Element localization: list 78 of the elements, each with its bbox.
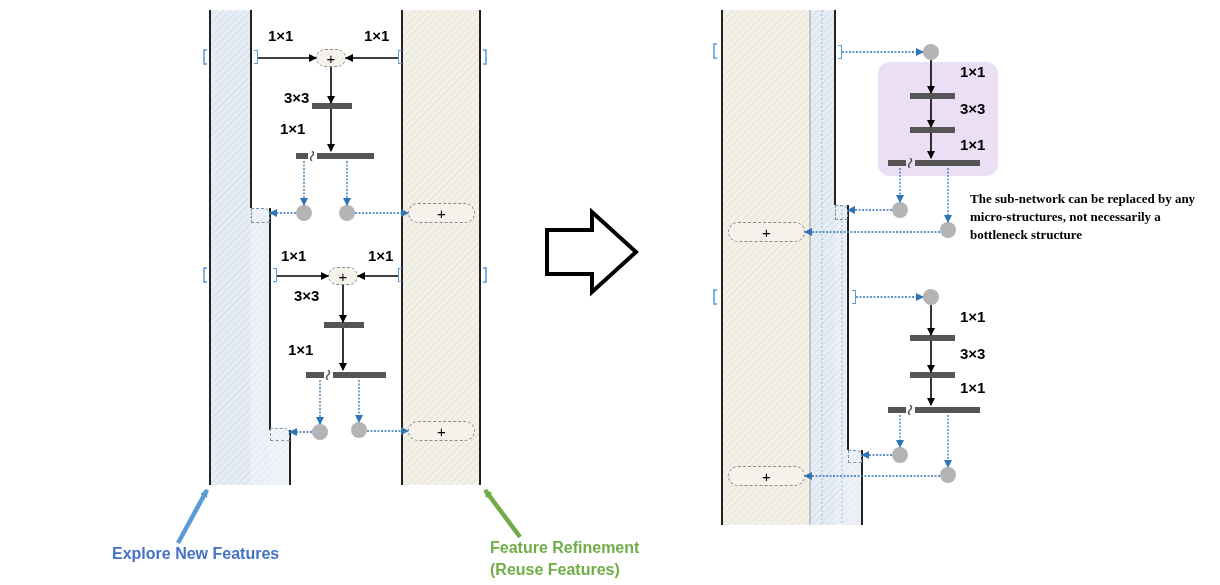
arrow [276, 272, 329, 280]
kernel-size-label: 1×1 [960, 379, 986, 397]
kernel-size-label: 1×1 [368, 247, 394, 265]
pointer-arrow [483, 488, 522, 539]
add-node: + [408, 203, 475, 223]
arrow [804, 228, 941, 236]
slice-bracket [254, 50, 258, 64]
kernel-size-label: 1×1 [268, 27, 294, 45]
arrow [927, 59, 935, 94]
arrow [355, 379, 363, 423]
arrow [927, 377, 935, 406]
arrow [841, 48, 924, 56]
arrow [927, 98, 935, 128]
kernel-size-label: 3×3 [960, 100, 986, 118]
notch-box [835, 205, 848, 220]
kernel-size-label: 1×1 [288, 341, 314, 359]
layer-bar [910, 93, 955, 99]
kernel-size-label: 1×1 [960, 63, 986, 81]
kernel-size-label: 3×3 [294, 287, 320, 305]
kernel-size-label: 1×1 [280, 120, 306, 138]
slice-bracket [398, 268, 402, 282]
arrow [357, 272, 399, 280]
kernel-size-label: 1×1 [281, 247, 307, 265]
kernel-size-label: 1×1 [960, 308, 986, 326]
add-node: + [316, 49, 346, 67]
add-node: + [728, 466, 805, 486]
layer-bar [324, 322, 364, 328]
slice-bracket [852, 290, 856, 304]
arrow [861, 451, 893, 459]
kernel-size-label: 1×1 [960, 136, 986, 154]
arrow [343, 160, 351, 206]
split-bar [888, 158, 980, 168]
subnetwork-box [878, 62, 998, 176]
add-node: + [408, 421, 475, 441]
arrow [896, 414, 904, 448]
slice-bracket [398, 50, 402, 64]
slice-bracket [838, 45, 842, 59]
layer-bar [910, 335, 955, 341]
arrow [327, 108, 335, 152]
arrow [327, 66, 335, 104]
slice-bracket [273, 268, 277, 282]
arrow [366, 427, 409, 435]
arrow [354, 209, 409, 217]
arrow [855, 293, 924, 301]
arrow [289, 428, 313, 436]
caption-text: Feature Refinement (Reuse Features) [490, 537, 680, 583]
arrow [944, 167, 952, 223]
split-bar [888, 405, 980, 415]
kernel-size-label: 3×3 [284, 89, 310, 107]
kernel-size-label: 3×3 [960, 345, 986, 363]
split-bar [306, 370, 386, 380]
split-bar [296, 151, 374, 161]
notch-box [251, 208, 270, 223]
arrow [804, 472, 941, 480]
layer-bar [312, 103, 352, 109]
arrow [927, 132, 935, 159]
add-node: + [328, 267, 358, 285]
caption-text: Explore New Features [112, 543, 302, 565]
arrow [269, 209, 297, 217]
add-node: + [728, 222, 805, 242]
layer-bar [910, 372, 955, 378]
notch-box [270, 428, 290, 441]
arrow [927, 340, 935, 373]
arrow [300, 160, 308, 206]
pointer-arrow [176, 488, 209, 545]
arrow [345, 54, 399, 62]
arrow [896, 167, 904, 203]
arrow [339, 327, 347, 371]
layer-bar [910, 127, 955, 133]
arrow [316, 379, 324, 425]
notch-box [848, 450, 862, 463]
arrow [927, 304, 935, 336]
annotation-text: The sub-network can be replaced by any micro-structures, not necessarily a bottleneck structure [970, 190, 1197, 244]
arrow [944, 414, 952, 468]
arrow [847, 206, 893, 214]
arrow [257, 54, 317, 62]
arrow [339, 284, 347, 323]
kernel-size-label: 1×1 [364, 27, 390, 45]
